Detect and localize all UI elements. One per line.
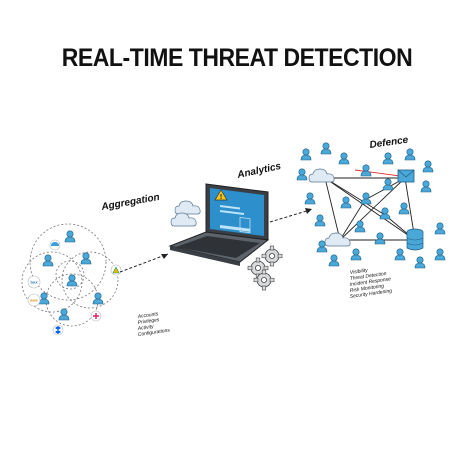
defence-network (296, 142, 446, 269)
user-icon (80, 252, 92, 265)
user-icon (340, 196, 352, 209)
user-icon (64, 230, 76, 243)
user-icon (296, 168, 308, 181)
keyboard-icon (176, 236, 260, 258)
analytics-laptop: ! (168, 183, 283, 291)
user-icon (66, 274, 78, 287)
flow-arrow-analytics (269, 209, 311, 223)
aggregation-item: Privileges (137, 317, 160, 326)
user-icon (374, 232, 386, 245)
user-icon (394, 248, 406, 261)
user-icon (38, 292, 50, 305)
dropbox-logo-icon (52, 324, 64, 336)
user-icon (354, 220, 366, 233)
user-icon (42, 254, 54, 267)
user-icon (338, 152, 350, 165)
user-icon (328, 254, 340, 267)
aggregation-cluster: box aws (21, 223, 122, 336)
user-icon (382, 152, 394, 165)
screen-line (220, 205, 240, 210)
aws-logo-icon (27, 293, 41, 307)
user-icon (404, 148, 416, 161)
user-icon (360, 164, 372, 177)
page-title: REAL-TIME THREAT DETECTION (61, 44, 413, 72)
salesforce-cloud-icon (51, 242, 59, 246)
user-icon (58, 308, 70, 321)
arrowhead-icon (305, 208, 312, 214)
user-icon (320, 142, 332, 155)
defence-item: Risk Monitoring (349, 283, 384, 294)
defence-item: Threat Detection (349, 271, 387, 282)
laptop-edge (170, 246, 240, 266)
envelope-flap (397, 169, 415, 178)
user-icon (434, 222, 446, 235)
cloud-icon (174, 200, 201, 215)
user-icon (304, 192, 316, 205)
aws-logo-label: aws (30, 298, 38, 303)
screen-chart (239, 217, 251, 234)
network-links (324, 177, 416, 241)
user-icon (300, 148, 312, 161)
flow-arrow-aggregation (119, 253, 169, 273)
user-icon (414, 256, 426, 269)
aggregation-item: Configurations (137, 327, 170, 337)
aggregation-item: Activity (136, 324, 154, 332)
dropbox-diamond-icon (55, 326, 61, 334)
cloud-icon (170, 212, 197, 227)
cloud-icon (308, 168, 335, 183)
defence-item: Visibility (349, 267, 368, 276)
screen-line (220, 225, 250, 232)
stage-label-aggregation: Aggregation (100, 192, 161, 213)
user-icon (350, 248, 362, 261)
cloud-icon (324, 232, 351, 247)
user-icon (314, 214, 326, 227)
slack-hash-icon (93, 313, 99, 319)
user-icon (422, 160, 434, 173)
database-icon (406, 228, 424, 251)
user-icon (92, 292, 104, 305)
user-icon (382, 178, 394, 191)
aggregation-item: Accounts (136, 311, 159, 320)
screen-line (220, 210, 244, 215)
defence-item: Security Hardening (349, 288, 392, 300)
threat-link (354, 169, 401, 177)
warning-icon (214, 189, 228, 201)
exclamation-icon: ! (220, 194, 222, 201)
user-icon (434, 248, 446, 261)
stage-label-defence: Defence (369, 135, 409, 151)
box-logo-label: box (30, 280, 38, 285)
defence-item: Incident Response (349, 276, 391, 288)
user-icon (379, 207, 391, 220)
gear-icon (261, 245, 283, 267)
user-icon (398, 202, 410, 215)
arrowhead-icon (161, 254, 168, 259)
box-logo-icon (27, 275, 41, 289)
drive-triangle-icon (112, 266, 120, 274)
stage-label-analytics: Analytics (235, 161, 282, 181)
user-icon (360, 192, 372, 205)
user-icon (420, 180, 432, 193)
